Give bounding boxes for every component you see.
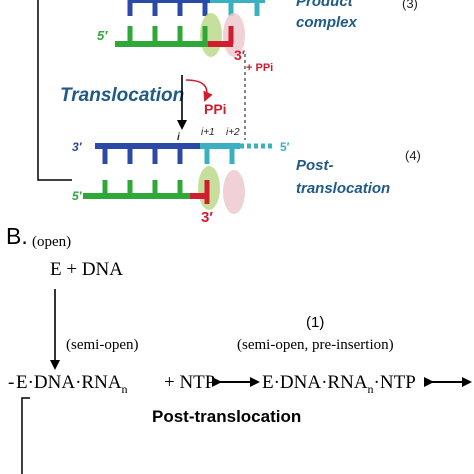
post-three-prime-bottom-label: 3′: [201, 209, 213, 226]
complex-2-ntp: ·NTP: [374, 372, 416, 393]
e-plus-dna-label: E + DNA: [50, 259, 123, 280]
translocation-label: Translocation: [60, 85, 184, 106]
product-complex-label-line2: complex: [296, 14, 358, 31]
panel-b-label: B.: [6, 223, 28, 249]
post-translocation-label-line1: Post-: [296, 157, 334, 174]
ppi-release-arrow: [185, 79, 213, 102]
step-3-label: (3): [402, 0, 418, 11]
semi-open-label: (semi-open): [66, 337, 138, 353]
panel-a: 5′ 3′ + PPi Product complex (3) Transloc…: [37, 0, 421, 226]
step-4-label: (4): [405, 148, 421, 163]
complex-2: E·DNA·RNAn·NTP: [262, 372, 416, 396]
complex-2-subscript: n: [368, 382, 374, 396]
pre-translocation-site-ellipse: [223, 170, 245, 214]
open-state-label: (open): [32, 234, 71, 250]
cycle-bracket-line: [37, 0, 72, 181]
complex-1: E·DNA·RNAn: [16, 372, 128, 396]
product-complex-label-line1: Product: [296, 0, 354, 10]
complex-2-text: E·DNA·RNA: [262, 372, 368, 393]
post-five-prime-left-label: 5′: [72, 189, 83, 203]
complex-1-text: E·DNA·RNA: [16, 372, 122, 393]
post-translocation-label-line2: translocation: [296, 180, 390, 197]
pos-i-label: i: [177, 132, 180, 143]
product-three-prime-label: 3′: [234, 47, 246, 63]
post-translocation-state-label: Post-translocation: [152, 407, 301, 426]
step-1-label: (1): [306, 314, 324, 331]
pos-i2-label: i+2: [226, 127, 240, 138]
top-five-prime-label: 5′: [97, 28, 108, 43]
released-ppi-label: PPi: [204, 101, 227, 117]
complex-1-subscript: n: [122, 382, 128, 396]
semi-open-pre-insertion-label: (semi-open, pre-insertion): [237, 337, 394, 353]
post-three-prime-left-label: 3′: [72, 140, 83, 154]
product-ppi-label: + PPi: [246, 62, 273, 74]
post-five-prime-right-label: 5′: [280, 140, 290, 154]
leading-dash: -: [8, 372, 14, 393]
plus-ntp-label: + NTP: [164, 372, 215, 393]
post-translocation-duplex: i i+1 i+2: [83, 127, 272, 214]
lower-cycle-line: [21, 397, 30, 474]
pos-i1-label: i+1: [201, 127, 215, 138]
panel-b: B. (open) E + DNA (semi-open) (1) (semi-…: [6, 223, 472, 474]
product-complex-duplex: [115, 0, 265, 140]
